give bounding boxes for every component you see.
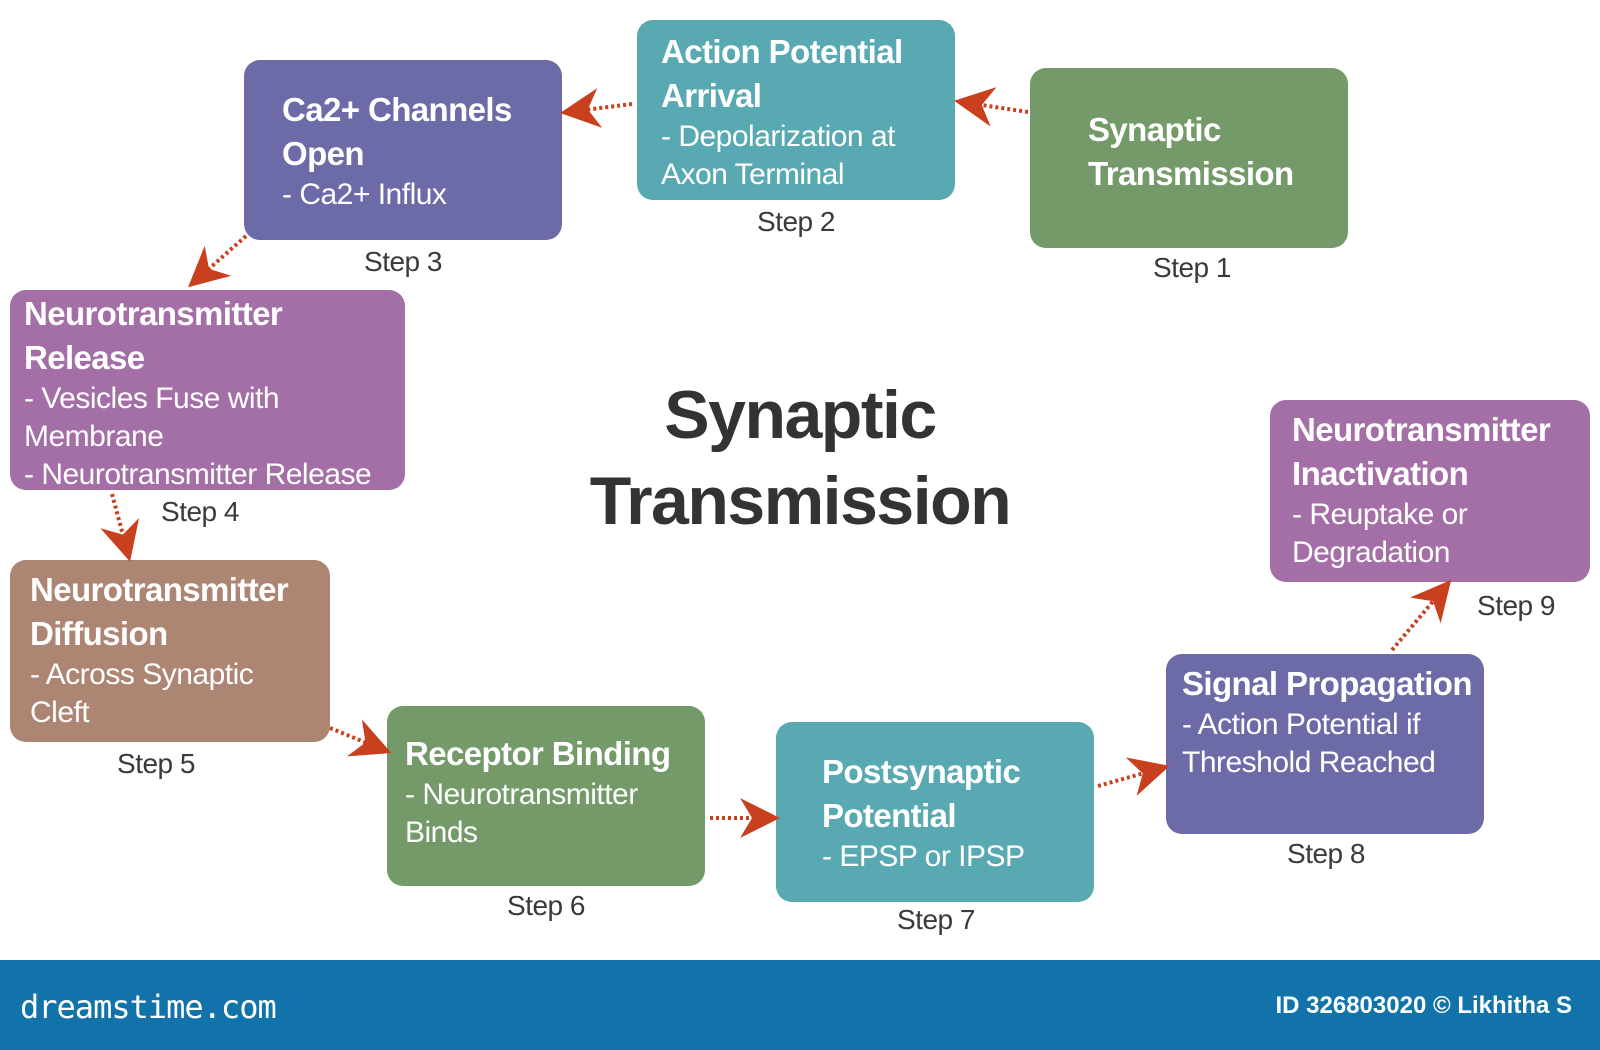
step-3-label: Step 3 (364, 246, 442, 277)
step-3-detail: - Ca2+ Influx (282, 178, 447, 211)
step-3-box: Ca2+ Channels Open - Ca2+ Influx (244, 60, 562, 240)
step-9-detail: - Reuptake or Degradation (1292, 498, 1468, 569)
step-9-label: Step 9 (1477, 590, 1555, 621)
step-7-detail: - EPSP or IPSP (822, 840, 1025, 873)
step-6-label: Step 6 (507, 890, 585, 921)
step-9-box: Neurotransmitter Inactivation - Reuptake… (1270, 400, 1590, 582)
step-3-title: Ca2+ Channels Open (282, 91, 512, 172)
step-5-label: Step 5 (117, 748, 195, 779)
footer-logo[interactable]: dreamstime.com (20, 988, 277, 1026)
step-1-label: Step 1 (1153, 252, 1231, 283)
center-title: Synaptic Transmission (540, 372, 1060, 544)
step-4-label: Step 4 (161, 496, 239, 527)
step-4-box: Neurotransmitter Release - Vesicles Fuse… (10, 290, 405, 491)
footer-id-credit: ID 326803020 © Likhitha S (1275, 992, 1573, 1019)
step-5-box: Neurotransmitter Diffusion - Across Syna… (10, 560, 330, 742)
step-5-title: Neurotransmitter Diffusion (30, 571, 289, 652)
step-7-label: Step 7 (897, 904, 975, 935)
arrow-step7-to-step8 (1097, 757, 1170, 796)
step-2-title: Action Potential Arrival (661, 33, 903, 114)
step-2-label: Step 2 (757, 206, 835, 237)
step-6-box: Receptor Binding - Neurotransmitter Bind… (387, 706, 705, 886)
step-2-detail: - Depolarization at Axon Terminal (661, 120, 895, 191)
arrow-step8-to-step9 (1390, 579, 1452, 652)
arrow-step2-to-step3 (560, 88, 633, 128)
step-1-box: Synaptic Transmission (1030, 68, 1348, 248)
step-2-box: Action Potential Arrival - Depolarizatio… (637, 20, 955, 200)
flow-arrows (100, 87, 1452, 838)
step-7-box: Postsynaptic Potential - EPSP or IPSP (776, 722, 1094, 902)
arrow-step3-to-step4 (188, 234, 248, 288)
step-6-detail: - Neurotransmitter Binds (405, 778, 638, 849)
step-7-title: Postsynaptic Potential (822, 753, 1021, 834)
step-8-label: Step 8 (1287, 838, 1365, 869)
step-4-detail: - Vesicles Fuse with Membrane - Neurotra… (24, 382, 372, 491)
arrow-step5-to-step6 (329, 719, 392, 757)
step-5-detail: - Across Synaptic Cleft (30, 658, 254, 729)
step-8-box: Signal Propagation - Action Potential if… (1166, 654, 1484, 834)
step-1-title: Synaptic Transmission (1088, 111, 1294, 192)
step-9-title: Neurotransmitter Inactivation (1292, 411, 1551, 492)
step-8-detail: - Action Potential if Threshold Reached (1182, 708, 1436, 779)
diagram-canvas: Synaptic Transmission Synaptic Transmiss… (10, 20, 1590, 935)
step-6-title: Receptor Binding (405, 735, 671, 772)
arrow-step4-to-step5 (100, 493, 140, 562)
step-4-title: Neurotransmitter Release (24, 295, 283, 376)
footer-bar: dreamstime.com ID 326803020 © Likhitha S (0, 960, 1600, 1050)
arrow-step1-to-step2 (954, 87, 1029, 127)
step-8-title: Signal Propagation (1182, 665, 1472, 702)
center-title-text: Synaptic Transmission (589, 377, 1012, 539)
